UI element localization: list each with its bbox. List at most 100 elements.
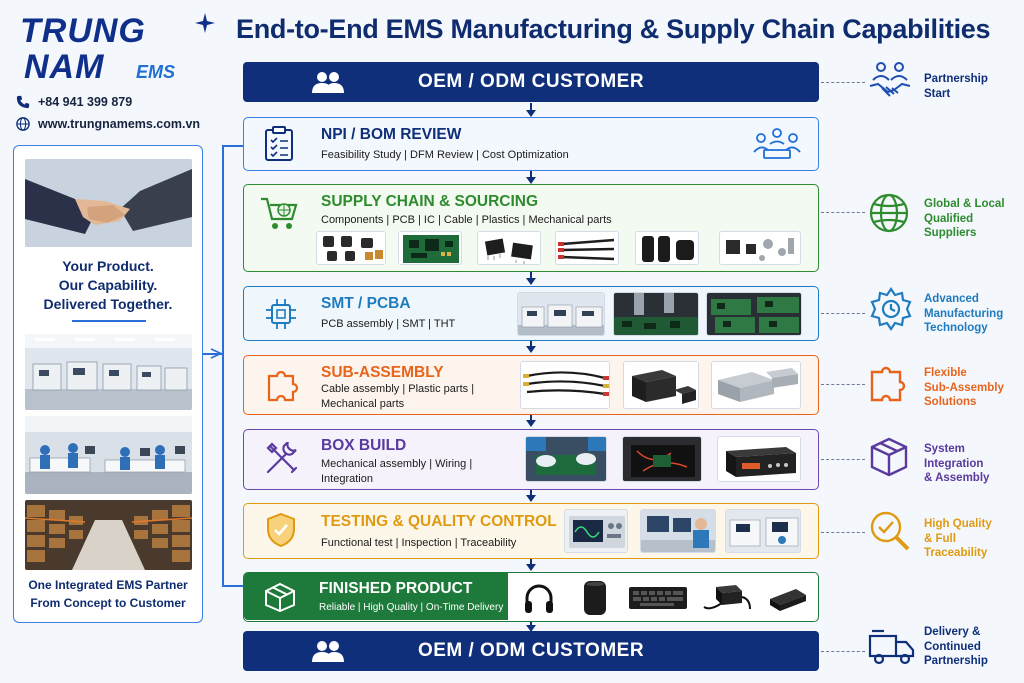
contact-website: www.trungnamems.com.vn xyxy=(16,117,200,131)
warehouse-image xyxy=(25,500,192,570)
star-icon xyxy=(195,13,215,33)
label-line: System xyxy=(924,443,965,455)
label-line: Flexible xyxy=(924,367,967,379)
dashed-connector xyxy=(821,532,865,533)
step-title: SMT / PCBA xyxy=(321,295,411,312)
arrow-down-icon xyxy=(526,278,536,285)
keyboard-icon xyxy=(629,587,687,609)
chip-icon xyxy=(266,299,296,329)
mechanical-parts-image xyxy=(719,231,801,265)
label-line: Suppliers xyxy=(924,227,977,239)
page-title: End-to-End EMS Manufacturing & Supply Ch… xyxy=(236,14,991,44)
tagline-line: Delivered Together. xyxy=(43,296,173,312)
website-link[interactable]: www.trungnamems.com.vn xyxy=(38,117,201,131)
connector-line xyxy=(222,145,243,147)
divider xyxy=(72,320,146,322)
label-line: Technology xyxy=(924,322,988,334)
shield-check-icon xyxy=(267,512,295,548)
label-line: High Quality xyxy=(924,518,992,530)
step-items-line1: Cable assembly | Plastic parts | xyxy=(321,383,475,395)
step-smt-pcba: SMT / PCBA PCB assembly | SMT | THT xyxy=(243,286,819,341)
step-title: NPI / BOM REVIEW xyxy=(321,126,462,143)
left-panel: Your Product. Our Capability. Delivered … xyxy=(13,145,203,623)
tagline-line: Your Product. xyxy=(62,258,154,274)
arrow-down-icon xyxy=(526,177,536,184)
arrow-right-icon xyxy=(210,348,223,359)
step-box-build: BOX BUILD Mechanical assembly | Wiring |… xyxy=(243,429,819,490)
assembly-hands-image xyxy=(525,436,607,482)
step-items: PCB assembly | SMT | THT xyxy=(321,318,456,330)
shopping-cart-icon xyxy=(261,197,298,229)
label-line: Solutions xyxy=(924,396,977,408)
tools-icon xyxy=(266,442,298,474)
step-npi-bom-review: NPI / BOM REVIEW Feasibility Study | DFM… xyxy=(243,117,819,171)
customer-bar-top: OEM / ODM CUSTOMER xyxy=(243,62,819,102)
components-image xyxy=(316,231,386,265)
ic-chips-image xyxy=(477,231,541,265)
power-adapter-icon xyxy=(703,585,751,610)
step-title: TESTING & QUALITY CONTROL xyxy=(321,513,557,530)
flow-line xyxy=(530,490,532,497)
label-line: Traceability xyxy=(924,547,988,559)
tagline: Your Product. Our Capability. Delivered … xyxy=(14,257,202,314)
device-module-icon xyxy=(770,589,806,611)
gear-icon xyxy=(870,287,912,331)
logo-text-ems: EMS xyxy=(136,62,176,82)
finished-product-label-block: FINISHED PRODUCT Reliable | High Quality… xyxy=(244,573,508,620)
finished-box-device-image xyxy=(717,436,801,482)
step-items-line2: Mechanical parts xyxy=(321,398,405,410)
dashed-connector xyxy=(821,212,865,213)
dashed-connector xyxy=(821,313,865,314)
logo-text-line1: TRUNG xyxy=(20,12,146,50)
company-logo: TRUNG NAM EMS xyxy=(18,8,215,88)
step-sub-assembly: SUB-ASSEMBLY Cable assembly | Plastic pa… xyxy=(243,355,819,415)
people-icon xyxy=(312,72,344,93)
connector-line xyxy=(222,585,243,587)
step-items: Functional test | Inspection | Traceabil… xyxy=(321,537,517,549)
globe-icon xyxy=(869,193,909,233)
cable-harness-image xyxy=(520,361,610,409)
label-line: Manufacturing xyxy=(924,307,1004,320)
flow-line xyxy=(530,103,532,113)
label-line: Partnership xyxy=(924,73,988,85)
pick-and-place-image xyxy=(613,292,699,336)
label-global-suppliers: Global & Local Qualified Suppliers xyxy=(924,197,1005,241)
puzzle-icon xyxy=(870,366,906,402)
arrow-down-icon xyxy=(526,564,536,571)
flow-line xyxy=(530,559,532,566)
contact-phone: +84 941 399 879 xyxy=(16,95,132,109)
logo-text-line2: NAM xyxy=(24,48,105,86)
step-items: Feasibility Study | DFM Review | Cost Op… xyxy=(321,149,569,161)
plastic-parts-image xyxy=(635,231,699,265)
cables-image xyxy=(555,231,619,265)
step-items: Components | PCB | IC | Cable | Plastics… xyxy=(321,214,612,226)
flow-line xyxy=(530,171,532,180)
label-delivery-partnership: Delivery & Continued Partnership xyxy=(924,625,988,669)
test-station-image xyxy=(725,509,801,553)
people-icon xyxy=(312,641,344,662)
label-line: Advanced xyxy=(924,293,979,305)
factory-workers-image xyxy=(25,416,192,494)
label-partnership-start: Partnership Start xyxy=(924,72,988,101)
label-advanced-technology: Advanced Manufacturing Technology xyxy=(924,292,1003,336)
customer-bar-bottom: OEM / ODM CUSTOMER xyxy=(243,631,819,671)
label-line: Partnership xyxy=(924,655,988,667)
pcb-image xyxy=(398,231,462,265)
connector-line xyxy=(203,353,222,355)
step-supply-chain-sourcing: SUPPLY CHAIN & SOURCING Components | PCB… xyxy=(243,184,819,272)
clipboard-icon xyxy=(265,126,293,161)
customer-label: OEM / ODM CUSTOMER xyxy=(417,71,645,92)
step-items-line1: Mechanical assembly | Wiring | xyxy=(321,458,473,470)
label-line: Sub-Assembly xyxy=(924,381,1004,394)
label-line: Global & Local xyxy=(924,198,1005,210)
plastic-enclosure-image xyxy=(623,361,699,409)
magnifier-check-icon xyxy=(870,511,910,551)
flow-line xyxy=(530,341,532,348)
dashed-connector xyxy=(821,651,865,652)
label-line: Integration xyxy=(924,457,984,470)
puzzle-icon xyxy=(267,370,299,402)
enclosure-wiring-image xyxy=(622,436,702,482)
arrow-down-icon xyxy=(526,420,536,427)
arrow-down-icon xyxy=(526,346,536,353)
flow-line xyxy=(530,622,532,627)
